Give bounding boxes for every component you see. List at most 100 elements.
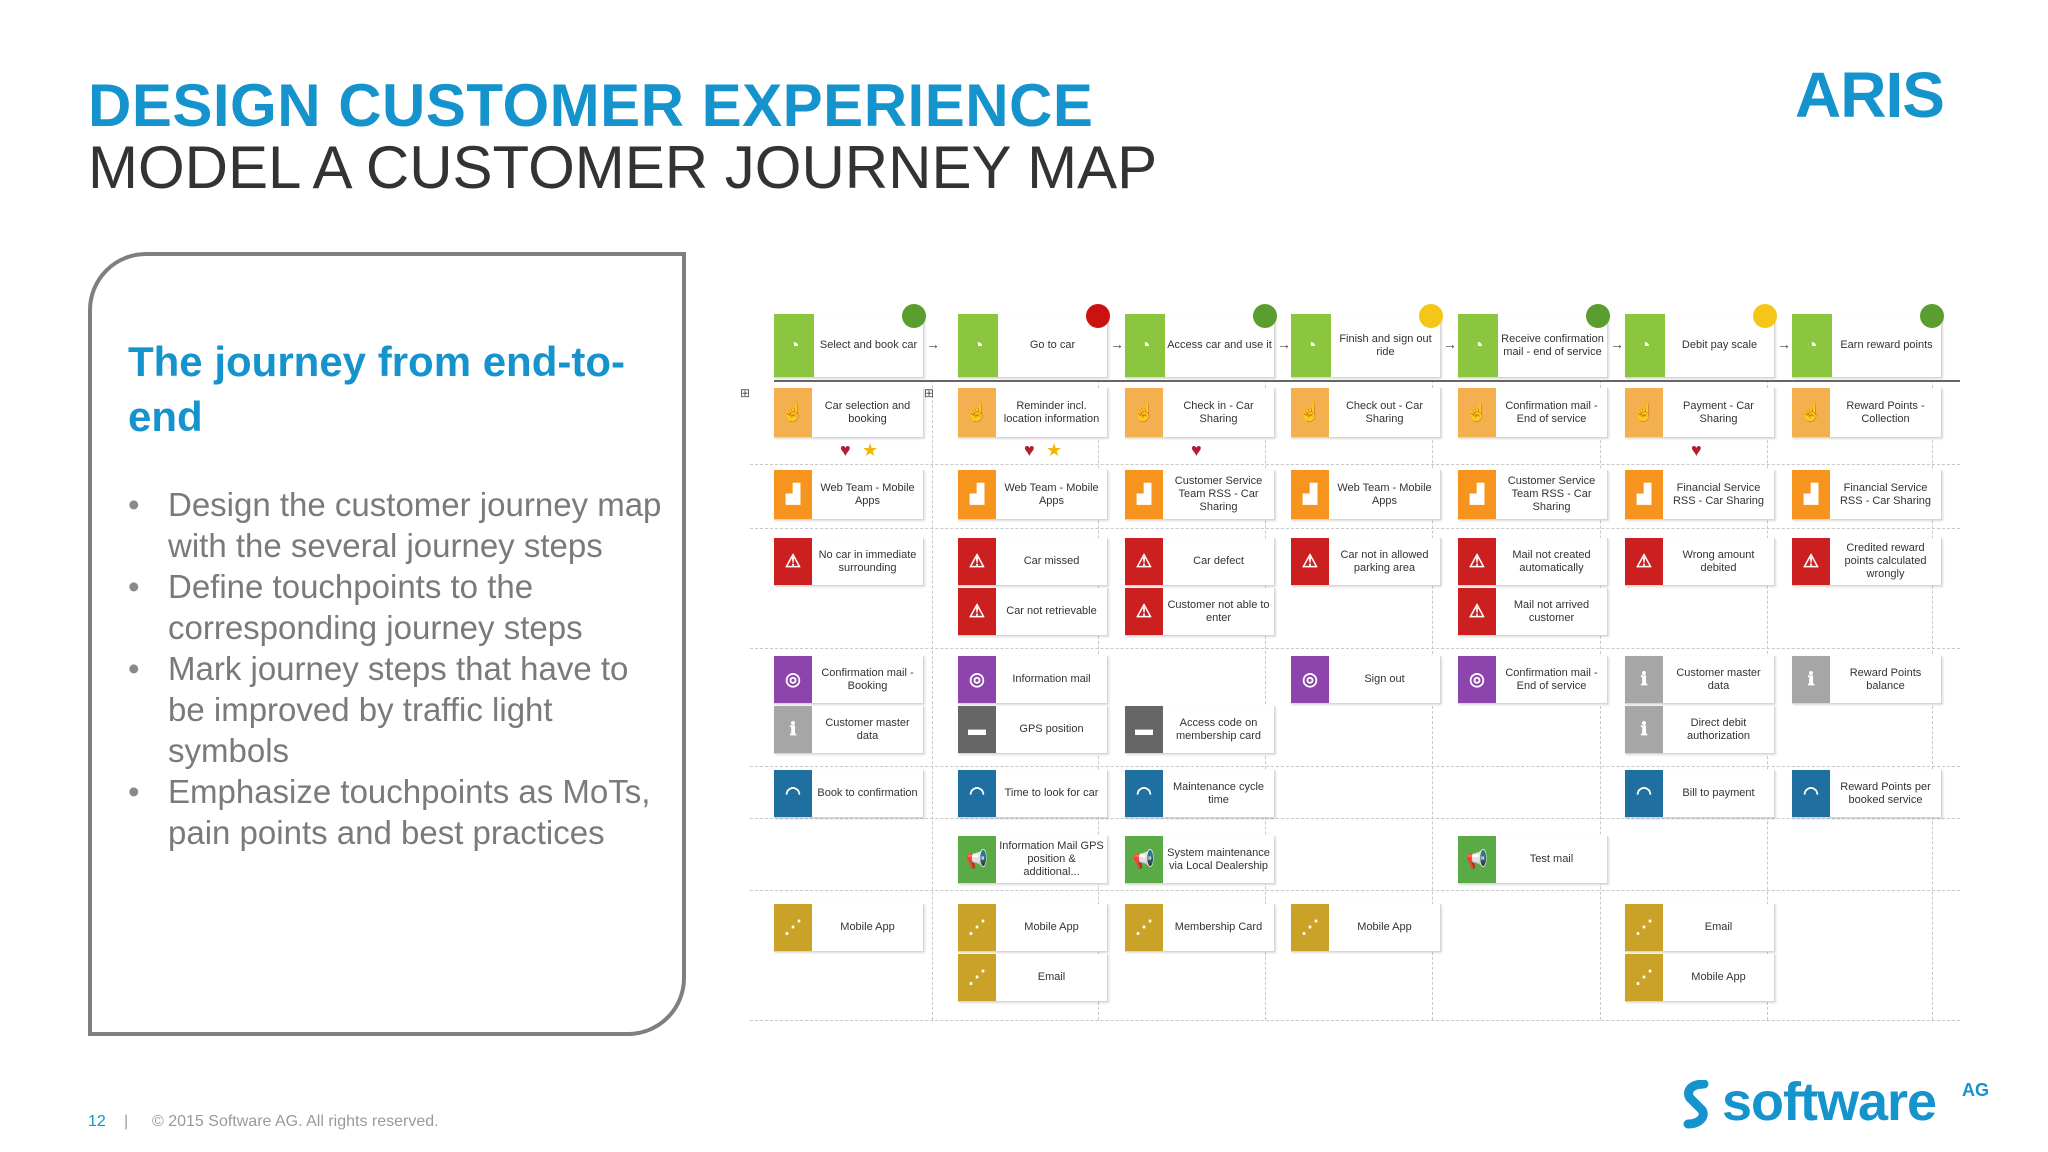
pain-point-label: Mail not arrived customer [1513, 598, 1590, 624]
aris-logo: ARIS [1795, 59, 1945, 131]
pain-point-label: Car defect [1193, 555, 1244, 567]
kpi-card: ◠Reward Points per booked service [1792, 770, 1942, 818]
information-label: Confirmation mail - Booking [821, 666, 914, 692]
traffic-light-green-icon [1586, 304, 1610, 328]
warning-icon: ⚠ [958, 538, 996, 585]
journey-step-card: ◔Go to car [958, 314, 1108, 378]
traffic-light-red-icon [1086, 304, 1110, 328]
warning-icon: ⚠ [1125, 538, 1163, 585]
channel-card: ⋰Email [1625, 904, 1775, 952]
information-card: ▬ Access code on membership card [1125, 706, 1275, 754]
channel-label: Mobile App [1357, 921, 1412, 933]
step-arrow-icon: → [1610, 336, 1624, 352]
channel-label: Email [1037, 971, 1066, 983]
software-ag-mark-icon [1683, 1079, 1709, 1129]
channel-label: Mobile App [1691, 971, 1746, 983]
information-label: Access code on membership card [1176, 716, 1261, 742]
ag-wordmark: AG [1962, 1080, 1989, 1100]
team-icon: ▟ [958, 470, 996, 519]
bullet-item: Emphasize touchpoints as MoTs, pain poin… [128, 771, 668, 853]
kpi-label: Reward Points per booked service [1840, 780, 1931, 806]
team-card: ▟Web Team - Mobile Apps [1291, 470, 1441, 520]
channel-icon: ⋰ [958, 904, 996, 951]
information-label: GPS position [1019, 723, 1084, 735]
information-card: ◎ Information mail [958, 656, 1108, 704]
journey-step-icon: ◔ [1792, 314, 1832, 377]
pain-point-label: Car missed [1023, 555, 1080, 567]
team-label: Financial Service RSS - Car Sharing [1672, 481, 1765, 507]
heart-icon: ♥ [1691, 440, 1702, 460]
kpi-card: ◠Time to look for car [958, 770, 1108, 818]
copyright: © 2015 Software AG. All rights reserved. [152, 1113, 439, 1130]
information-card: ◎Confirmation mail - End of service [1458, 656, 1608, 704]
dark-icon: ▬ [1125, 706, 1163, 753]
team-label: Customer Service Team RSS - Car Sharing [1174, 475, 1263, 513]
channel-icon: ⋰ [958, 954, 996, 1001]
team-label: Customer Service Team RSS - Car Sharing [1507, 475, 1596, 513]
pain-point-label: Mail not created automatically [1512, 548, 1591, 574]
row-divider [750, 890, 1960, 891]
team-card: ▟Customer Service Team RSS - Car Sharing [1125, 470, 1275, 520]
row-divider [750, 464, 1960, 465]
touchpoint-label: Payment - Car Sharing [1683, 399, 1754, 425]
pain-point-card: ⚠Mail not created automatically [1458, 538, 1608, 586]
information-label: Customer master data [1676, 666, 1761, 692]
software-ag-logo: software AG [1680, 1072, 1989, 1132]
team-icon: ▟ [1792, 470, 1830, 519]
page-subtitle: MODEL A CUSTOMER JOURNEY MAP [88, 134, 1158, 201]
kpi-card: ◠Bill to payment [1625, 770, 1775, 818]
team-label: Web Team - Mobile Apps [1004, 481, 1099, 507]
software-wordmark: software [1722, 1072, 1937, 1132]
hierarchy-icon: ⊞ [924, 386, 935, 400]
channel-label: Mobile App [1024, 921, 1079, 933]
journey-step-card: ◔Select and book car [774, 314, 924, 378]
warning-icon: ⚠ [1458, 588, 1496, 635]
information-label: Information mail [1012, 673, 1091, 685]
channel-icon: ⋰ [1291, 904, 1329, 951]
journey-step-icon: ◔ [1458, 314, 1498, 377]
marketing-card: 📢System maintenance via Local Dealership [1125, 836, 1275, 884]
bullet-item: Define touchpoints to the corresponding … [128, 566, 668, 648]
touchpoint-label: Check in - Car Sharing [1183, 399, 1254, 425]
pain-point-card: ⚠Wrong amount debited [1625, 538, 1775, 586]
column-divider [932, 380, 933, 1020]
traffic-light-yellow-icon [1753, 304, 1777, 328]
channel-icon: ⋰ [774, 904, 812, 951]
team-icon: ▟ [1458, 470, 1496, 519]
heart-icon: ♥ [1024, 440, 1035, 460]
page-number: 12 [88, 1113, 106, 1130]
information-card: ▬GPS position [958, 706, 1108, 754]
journey-step-card: ◔Earn reward points [1792, 314, 1942, 378]
step-arrow-icon: → [926, 336, 940, 352]
pain-point-card: ⚠ Car missed [958, 538, 1108, 586]
team-card: ▟ Customer Service Team RSS - Car Sharing [1458, 470, 1608, 520]
step-arrow-icon: → [1110, 336, 1124, 352]
pain-point-card: ⚠Credited reward points calculated wrong… [1792, 538, 1942, 586]
channel-icon: ⋰ [1625, 904, 1663, 951]
pain-point-label: Customer not able to enter [1167, 598, 1270, 624]
row-divider [750, 528, 1960, 529]
row-divider [750, 648, 1960, 649]
pain-point-card: ⚠ Mail not arrived customer [1458, 588, 1608, 636]
pain-point-label: Car not in allowed parking area [1340, 548, 1429, 574]
pain-point-label: Car not retrievable [1006, 605, 1097, 617]
touch-icon: ☝ [1125, 388, 1163, 437]
description-panel [88, 252, 686, 1036]
marketing-label: Test mail [1529, 853, 1574, 865]
marketing-card: 📢Information Mail GPS position & additio… [958, 836, 1108, 884]
touchpoint-label: Check out - Car Sharing [1345, 399, 1424, 425]
touchpoint-card: ☝Check out - Car Sharing [1291, 388, 1441, 438]
journey-step-icon: ◔ [1625, 314, 1665, 377]
touchpoint-card: ☝Car selection and booking [774, 388, 924, 438]
neutral-icon: ℹ [1625, 706, 1663, 753]
information-card: ◎Confirmation mail - Booking [774, 656, 924, 704]
journey-step-card: ◔Receive confirmation mail - end of serv… [1458, 314, 1608, 378]
info-icon: ◎ [958, 656, 996, 703]
journey-step-card: ◔Finish and sign out ride [1291, 314, 1441, 378]
journey-step-label: Debit pay scale [1681, 339, 1758, 351]
touchpoint-card: ☝Confirmation mail - End of service [1458, 388, 1608, 438]
bullet-item: Design the customer journey map with the… [128, 484, 668, 566]
panel-heading: The journey from end-to-end [128, 338, 625, 440]
